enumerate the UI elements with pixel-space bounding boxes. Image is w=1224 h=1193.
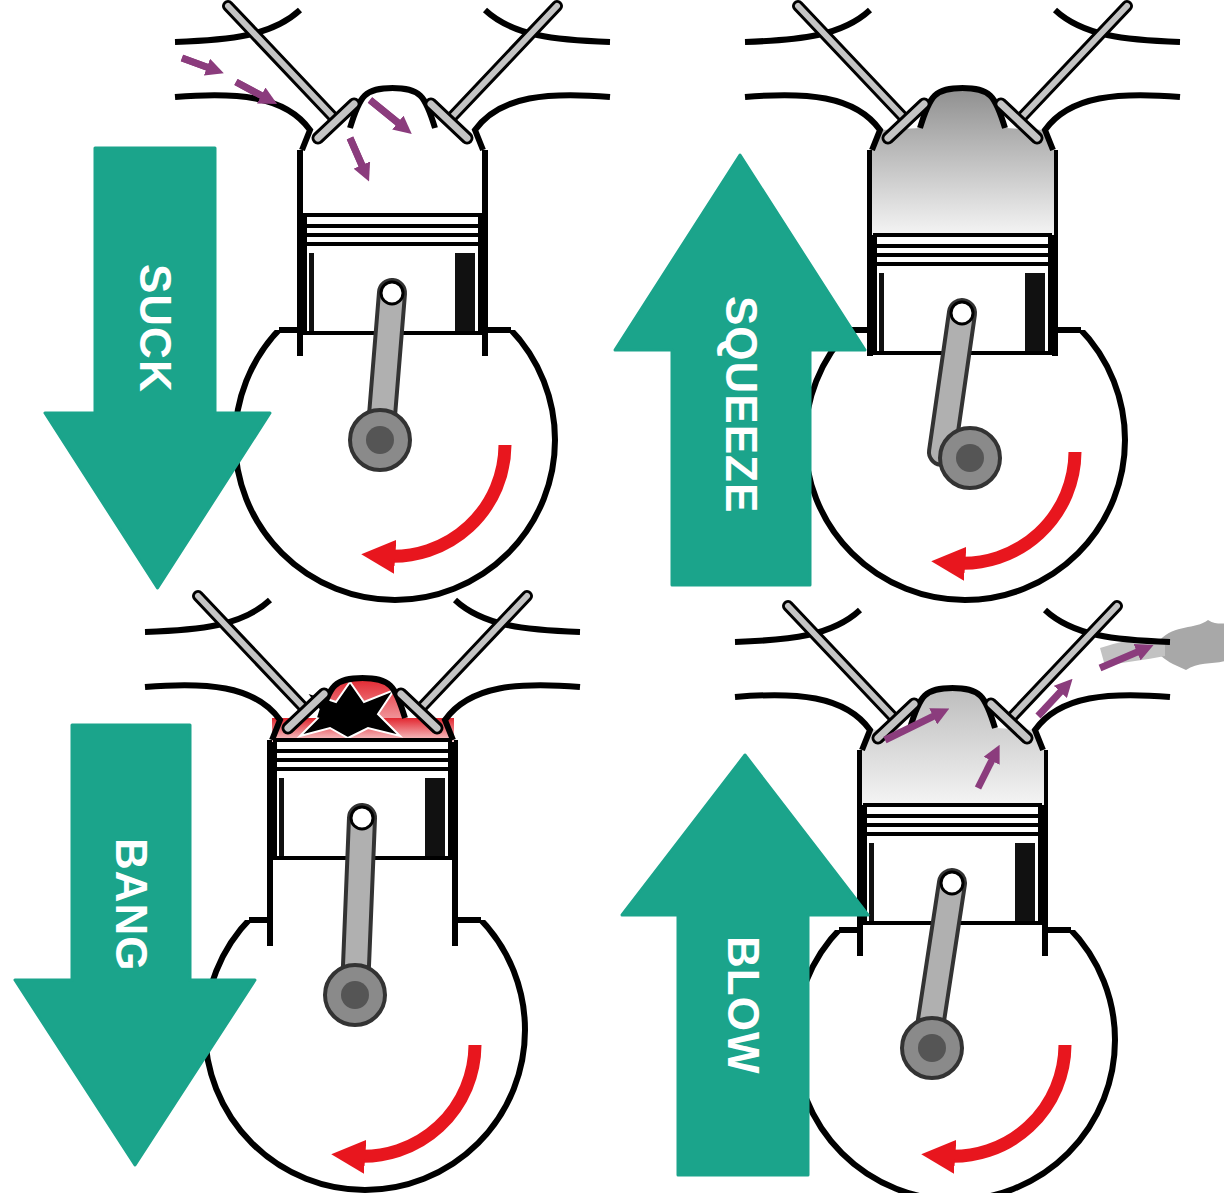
stroke-name: BANG bbox=[109, 838, 153, 972]
stroke-arrow: SQUEEZE bbox=[615, 155, 865, 585]
stroke-arrow: SUCK bbox=[45, 148, 270, 588]
crank-hole bbox=[366, 426, 394, 454]
arrow-label-box: SQUEEZE bbox=[672, 270, 810, 540]
cylinder-head bbox=[145, 596, 580, 740]
arrow-label-box: SUCK bbox=[95, 238, 215, 418]
arrow-fill bbox=[45, 148, 270, 588]
crank-hole bbox=[956, 444, 984, 472]
crank-hole bbox=[918, 1034, 946, 1062]
rotation-arrow bbox=[945, 1045, 1065, 1156]
stroke-name: SQUEEZE bbox=[719, 296, 763, 513]
exhaust-smoke bbox=[1160, 620, 1224, 670]
stroke-arrow: BLOW bbox=[622, 755, 868, 1175]
engine-stroke bbox=[175, 6, 610, 600]
stroke-name: SUCK bbox=[133, 264, 177, 393]
stroke-name: BLOW bbox=[721, 936, 765, 1074]
arrow-label-box: BLOW bbox=[678, 905, 808, 1105]
crank-pin bbox=[325, 965, 385, 1025]
rotation-arrow bbox=[955, 452, 1075, 563]
stroke-arrow: BANG bbox=[15, 725, 255, 1165]
cylinder-head bbox=[735, 606, 1170, 750]
flow-arrow bbox=[885, 714, 938, 740]
cylinder-head bbox=[175, 6, 610, 150]
flow-arrow bbox=[370, 100, 402, 126]
flow-arrow bbox=[350, 138, 364, 170]
flow-arrow bbox=[236, 82, 266, 98]
cylinder-head bbox=[745, 6, 1180, 150]
crank-hole bbox=[341, 981, 369, 1009]
arrow-fill bbox=[622, 755, 868, 1175]
engine-block bbox=[230, 130, 560, 600]
piston-pin bbox=[351, 807, 373, 829]
crank-pin bbox=[902, 1018, 962, 1078]
crank-pin bbox=[940, 428, 1000, 488]
piston-pin bbox=[941, 872, 963, 894]
rotation-arrow bbox=[355, 1045, 475, 1156]
flow-arrow bbox=[1038, 688, 1064, 716]
rotation-arrow bbox=[385, 445, 505, 556]
piston-pin bbox=[951, 302, 973, 324]
piston-pin bbox=[381, 282, 403, 304]
engine-block bbox=[200, 720, 530, 1190]
engine-stroke bbox=[145, 596, 580, 1190]
flow-arrow bbox=[978, 756, 994, 788]
flow-arrow bbox=[1100, 650, 1142, 668]
arrow-fill bbox=[615, 155, 865, 585]
crank-pin bbox=[350, 410, 410, 470]
flow-arrow bbox=[182, 58, 212, 69]
arrow-label-box: BANG bbox=[72, 815, 190, 995]
arrow-fill bbox=[15, 725, 255, 1165]
